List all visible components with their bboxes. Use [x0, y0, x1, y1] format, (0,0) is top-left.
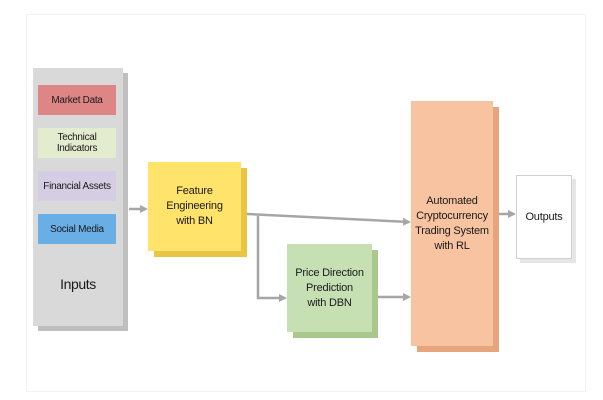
outputs-label: Outputs [525, 210, 563, 223]
outputs-box: Outputs [516, 175, 572, 259]
input-market-data: Market Data [38, 85, 116, 115]
arrow-feature-to-prediction [256, 216, 287, 302]
input-social-media: Social Media [38, 214, 116, 244]
trading-system-box: Automated Cryptocurrency Trading System … [411, 101, 493, 346]
price-direction-box: Price Direction Prediction with DBN [287, 244, 372, 332]
inputs-title: Inputs [60, 276, 96, 292]
arrow-feature-to-trading [246, 212, 411, 226]
diagram-frame [26, 14, 586, 392]
feature-engineering-label: Feature Engineering with BN [166, 185, 223, 227]
input-technical-indicators: Technical Indicators [38, 128, 116, 158]
feature-engineering-box: Feature Engineering with BN [148, 162, 241, 251]
input-financial-assets: Financial Assets [38, 171, 116, 201]
trading-system-label: Automated Cryptocurrency Trading System … [415, 194, 489, 252]
price-direction-label: Price Direction Prediction with DBN [295, 266, 364, 309]
